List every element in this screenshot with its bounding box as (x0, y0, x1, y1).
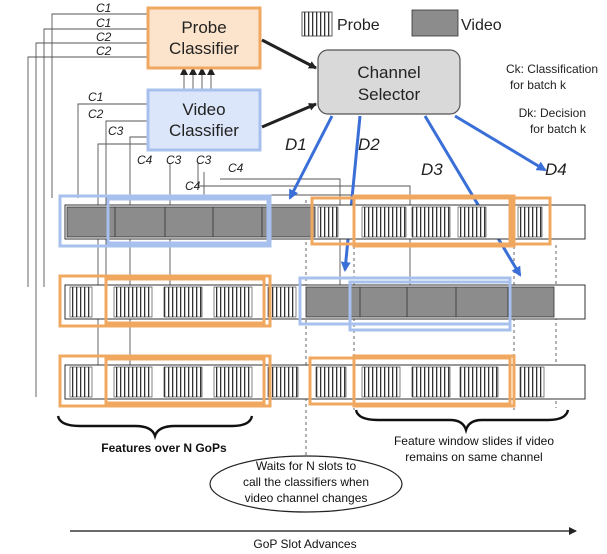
video-segment (305, 286, 555, 318)
waits-label-1: Waits for N slots to (256, 459, 357, 473)
video-input-label: C4 (137, 153, 153, 167)
probe-feature-window (104, 357, 266, 405)
decision-labels: D1 D2 D3 D4 (285, 135, 567, 179)
decision-label-d3: D3 (421, 160, 443, 179)
probe-feature-window (352, 194, 516, 248)
channel-selector-label-2: Selector (358, 85, 421, 104)
probe-segment (317, 206, 339, 238)
decision-arrow-1 (288, 115, 334, 200)
probe-feature-window (352, 354, 516, 408)
video-feature-window (348, 280, 512, 332)
note-ck-2: for batch k (510, 78, 567, 92)
probe-segment (69, 286, 93, 318)
video-input-label: C3 (166, 153, 182, 167)
probe-classifier-label-2: Classifier (169, 39, 239, 58)
probe-feature-window (104, 277, 266, 325)
probe-input-label: C2 (96, 30, 112, 44)
probe-segment (267, 366, 299, 398)
features-label: Features over N GoPs (101, 441, 227, 455)
video-feature-window (58, 194, 272, 248)
video-classifier: Video Classifier (146, 88, 262, 152)
waits-callout: Waits for N slots to call the classifier… (209, 455, 403, 513)
probe-segment (163, 366, 203, 398)
probe-input-labels: C1 C1 C2 C2 (96, 1, 112, 58)
video-input-labels: C1 C2 C3 C4 C3 C3 C4 C4 (88, 90, 244, 193)
probe-segment (361, 206, 407, 238)
timeline-row-1 (58, 194, 586, 248)
notes: Ck: Classification for batch k Dk: Decis… (506, 62, 598, 136)
video-input-label: C3 (196, 153, 212, 167)
channel-selector: Channel Selector (317, 49, 461, 115)
slide-label-2: remains on same channel (405, 450, 542, 464)
legend-video-label: Video (461, 17, 502, 34)
probe-feature-window (58, 354, 272, 408)
probe-segment (113, 366, 153, 398)
video-classifier-label-2: Classifier (169, 121, 239, 140)
probe-input-label: C2 (96, 44, 112, 58)
probe-classifier-label-1: Probe (181, 18, 226, 37)
probe-input-label: C1 (96, 1, 111, 15)
probe-classifier: Probe Classifier (146, 6, 262, 70)
decision-label-d4: D4 (545, 160, 567, 179)
probe-segment (213, 366, 253, 398)
probe-feature-window (310, 196, 514, 246)
timeline-row-3 (58, 354, 586, 408)
video-input-label: C2 (88, 107, 104, 121)
legend-probe-swatch (301, 11, 333, 37)
video-segment (66, 206, 316, 238)
probe-segment (411, 206, 451, 238)
probe-to-selector-arrow (261, 38, 317, 70)
gop-axis-label: GoP Slot Advances (253, 537, 356, 551)
features-brace (56, 415, 254, 441)
probe-segment (315, 366, 347, 398)
decision-label-d2: D2 (358, 135, 380, 154)
probe-segment (213, 286, 253, 318)
probe-segment (517, 206, 543, 238)
probe-feature-window (508, 196, 552, 246)
timeline-row-2 (58, 274, 586, 332)
video-input-label: C1 (88, 90, 103, 104)
video-feature-window (106, 197, 270, 245)
probe-segment (163, 286, 203, 318)
video-input-label: C4 (185, 179, 201, 193)
note-dk-2: for batch k (530, 122, 587, 136)
probe-segment (361, 366, 401, 398)
slide-brace (354, 409, 570, 435)
video-input-label: C3 (108, 124, 124, 138)
probe-feature-window (58, 274, 272, 328)
decision-arrow-4 (454, 114, 547, 172)
legend: Probe Video (301, 9, 502, 37)
probe-segment (457, 206, 487, 238)
decision-label-d1: D1 (285, 135, 307, 154)
probe-feature-window (308, 356, 512, 406)
video-input-label: C4 (228, 161, 244, 175)
probe-segment (459, 366, 499, 398)
video-to-selector-arrow (261, 102, 317, 129)
legend-probe-label: Probe (337, 17, 380, 34)
probe-segment (519, 366, 545, 398)
channel-selector-label-1: Channel (357, 63, 420, 82)
waits-label-2: call the classifiers when (243, 475, 369, 489)
note-ck-1: Ck: Classification (506, 62, 598, 76)
video-classifier-label-1: Video (182, 100, 225, 119)
probe-segment (267, 286, 297, 318)
waits-label-3: video channel changes (245, 491, 368, 505)
probe-segment (411, 366, 451, 398)
legend-video-swatch (411, 9, 459, 37)
note-dk-1: Dk: Decision (519, 106, 586, 120)
slide-label-1: Feature window slides if video (394, 434, 554, 448)
probe-segment (69, 366, 93, 398)
probe-input-label: C1 (96, 16, 111, 30)
probe-segment (113, 286, 153, 318)
